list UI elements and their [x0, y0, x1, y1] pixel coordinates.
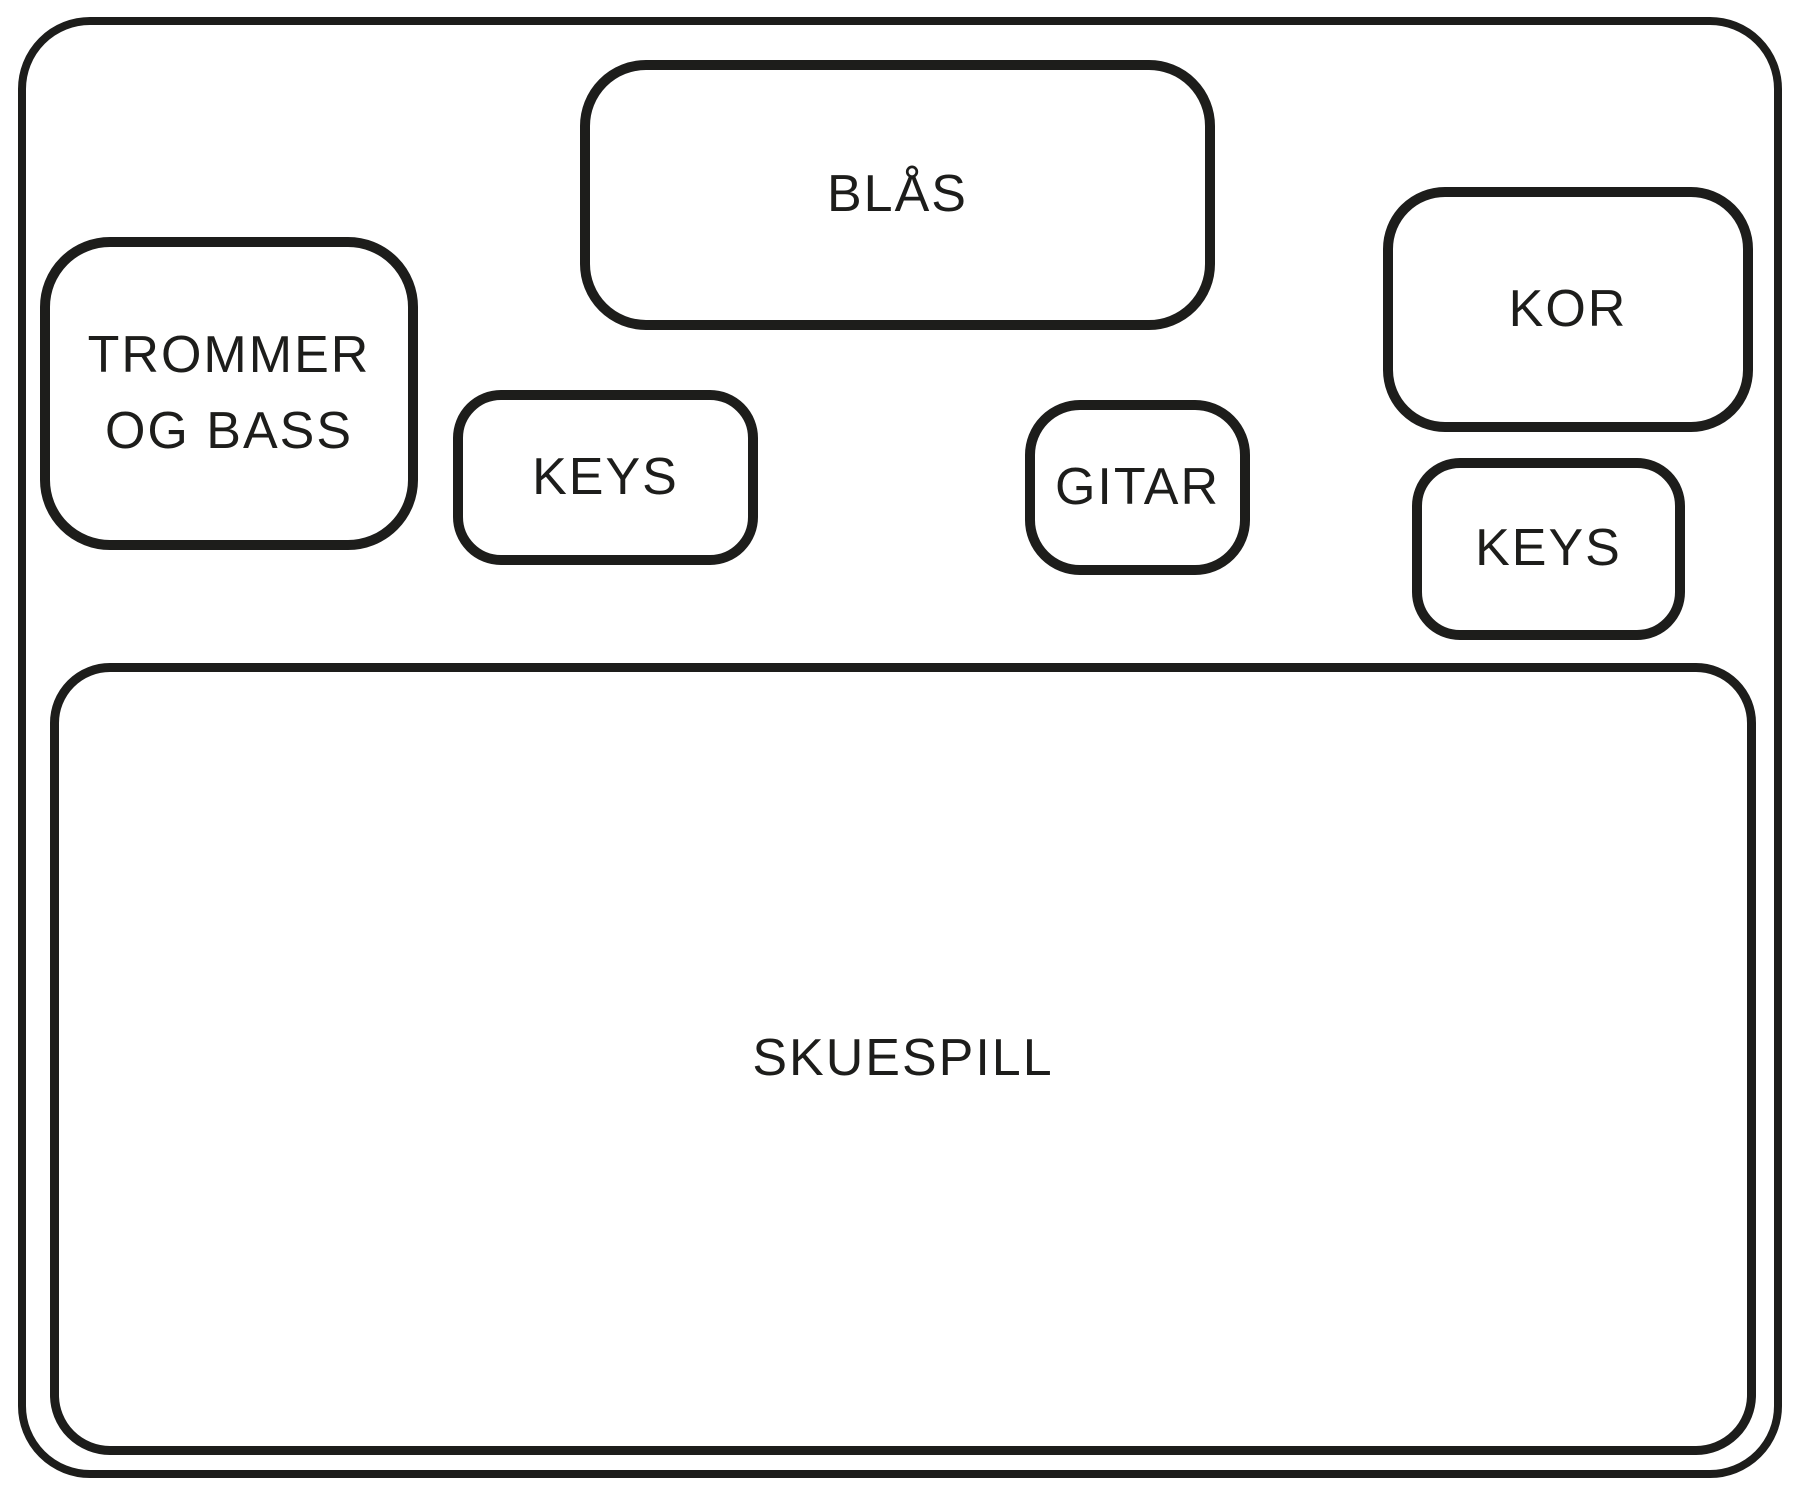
zone-blas-label: BLÅS	[827, 165, 968, 224]
zone-keys-right: KEYS	[1412, 458, 1685, 640]
zone-trommer-og-bass-label: TROMMER OG BASS	[88, 318, 371, 469]
zone-trommer-og-bass: TROMMER OG BASS	[40, 237, 418, 550]
zone-trommer-og-bass-label-line2: OG BASS	[104, 401, 354, 460]
zone-keys-left: KEYS	[453, 390, 758, 565]
zone-kor-label: KOR	[1508, 279, 1628, 338]
zone-trommer-og-bass-label-line1: TROMMER	[87, 326, 371, 385]
zone-skuespill-label: SKUESPILL	[752, 1029, 1054, 1088]
zone-gitar-label: GITAR	[1054, 457, 1221, 516]
zone-kor: KOR	[1383, 187, 1753, 432]
zone-blas: BLÅS	[580, 60, 1215, 330]
zone-skuespill: SKUESPILL	[50, 663, 1756, 1455]
zone-keys-left-label: KEYS	[532, 447, 679, 506]
zone-gitar: GITAR	[1025, 400, 1250, 575]
zone-keys-right-label: KEYS	[1475, 519, 1622, 578]
stage-outline	[18, 17, 1782, 1478]
